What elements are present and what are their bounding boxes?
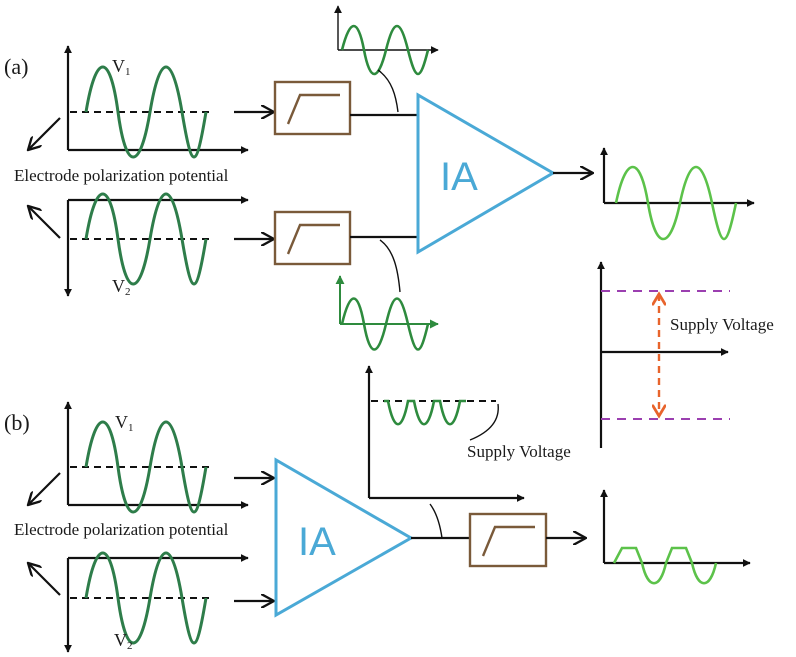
panel-b-instrumentation-amplifier: IA [274,457,415,618]
panel-b-saturation-inset: Supply Voltage [365,365,571,539]
panel-b-v2-wave [84,551,208,645]
panel-b-polarization-arrow-up [28,563,61,596]
panel-a-output-wave [614,165,738,241]
panel-a-polarization-arrow-down [28,117,61,150]
panel-b-output-plot [600,489,751,585]
panel-a: (a) V1 Electrode polarization potential … [4,5,755,351]
panel-b-supply-voltage-label: Supply Voltage [467,442,571,461]
panel-b-amplifier-label: IA [298,520,336,564]
panel-b: (b) V1 Electrode polarization potential … [4,365,751,653]
panel-a-v2-wave [84,192,208,286]
panel-a-polarization-arrow-up [28,206,61,239]
panel-a-v1-label: V1 [112,56,131,78]
panel-a-v2-plot: V2 [64,192,249,298]
panel-b-v1-wave [84,420,208,514]
panel-b-electrode-label: Electrode polarization potential [14,520,229,539]
panel-b-label: (b) [4,410,30,435]
panel-a-v1-wave [84,65,208,159]
panel-b-saturated-wave [384,399,466,426]
supply-voltage-range-plot: Supply Voltage [597,261,774,448]
panel-b-highpass-filter [468,512,548,568]
panel-a-label: (a) [4,54,28,79]
panel-a-filtered-inset-bottom [335,239,439,351]
panel-a-instrumentation-amplifier: IA [416,92,556,255]
panel-a-v1-plot: V1 [64,45,249,159]
panel-a-electrode-label: Electrode polarization potential [14,166,229,185]
panel-b-clipped-output-wave [612,546,718,585]
panel-a-highpass-filter-top [273,80,352,136]
panel-a-highpass-filter-bottom [273,210,352,266]
supply-voltage-label: Supply Voltage [670,315,774,334]
panel-b-v1-label: V1 [115,412,134,434]
panel-b-v2-plot: V2 [64,551,249,653]
panel-b-v1-plot: V1 [64,401,249,514]
panel-a-amplifier-label: IA [440,155,478,199]
panel-a-v2-label: V2 [112,276,131,298]
panel-a-output-plot [600,147,755,241]
panel-a-filtered-inset-top [334,5,439,113]
panel-b-v2-label: V2 [114,630,133,652]
panel-b-polarization-arrow-down [28,472,61,505]
